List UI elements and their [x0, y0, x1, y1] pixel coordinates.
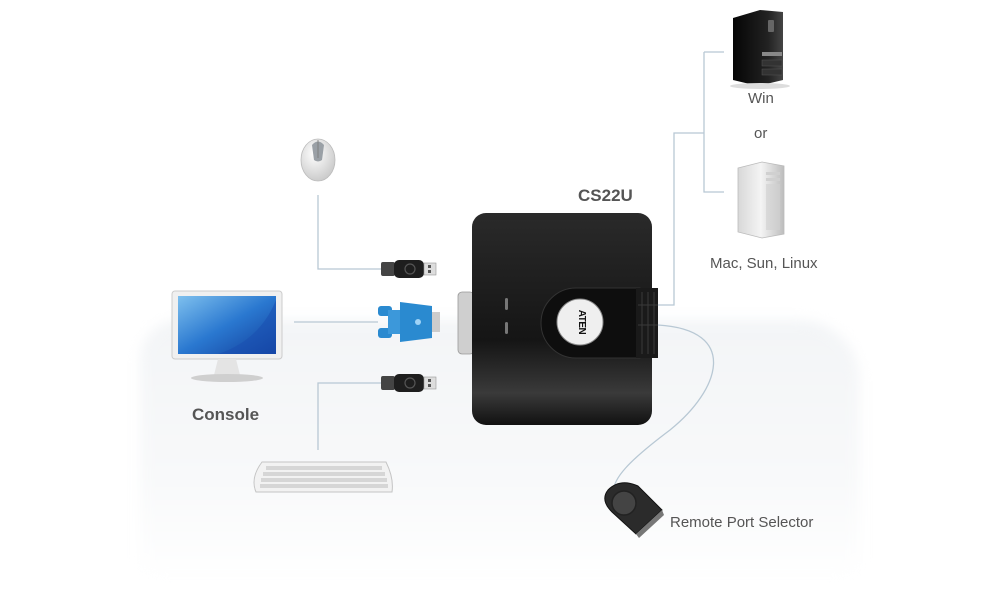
kvm-switch-device: [457, 213, 658, 425]
device-model-label: CS22U: [578, 186, 633, 205]
mac-pro-tower-icon: [737, 161, 785, 239]
remote-port-selector-icon: [604, 482, 664, 538]
vga-connector-icon: [378, 302, 440, 342]
connection-lines: [294, 51, 724, 496]
aten-logo: ATEN: [576, 309, 587, 335]
console-label: Console: [192, 405, 260, 424]
mac-sun-linux-label: Mac, Sun, Linux: [710, 255, 818, 272]
usb-plug-mouse-icon: [381, 260, 437, 278]
windows-pc-tower-icon: [730, 10, 790, 89]
keyboard-cable-line: [317, 382, 382, 450]
monitor-icon: [171, 290, 283, 382]
mouse-cable-line: [317, 195, 382, 270]
mouse-icon: [300, 138, 336, 182]
usb-plug-keyboard-icon: [381, 374, 437, 392]
computer-split-line: [703, 51, 724, 193]
win-label: Win: [748, 90, 774, 107]
computer-branch-line: [656, 132, 704, 306]
keyboard-icon: [253, 461, 393, 493]
remote-cable-line: [612, 324, 715, 496]
remote-port-selector-label: Remote Port Selector: [670, 514, 814, 531]
or-label: or: [754, 125, 768, 142]
